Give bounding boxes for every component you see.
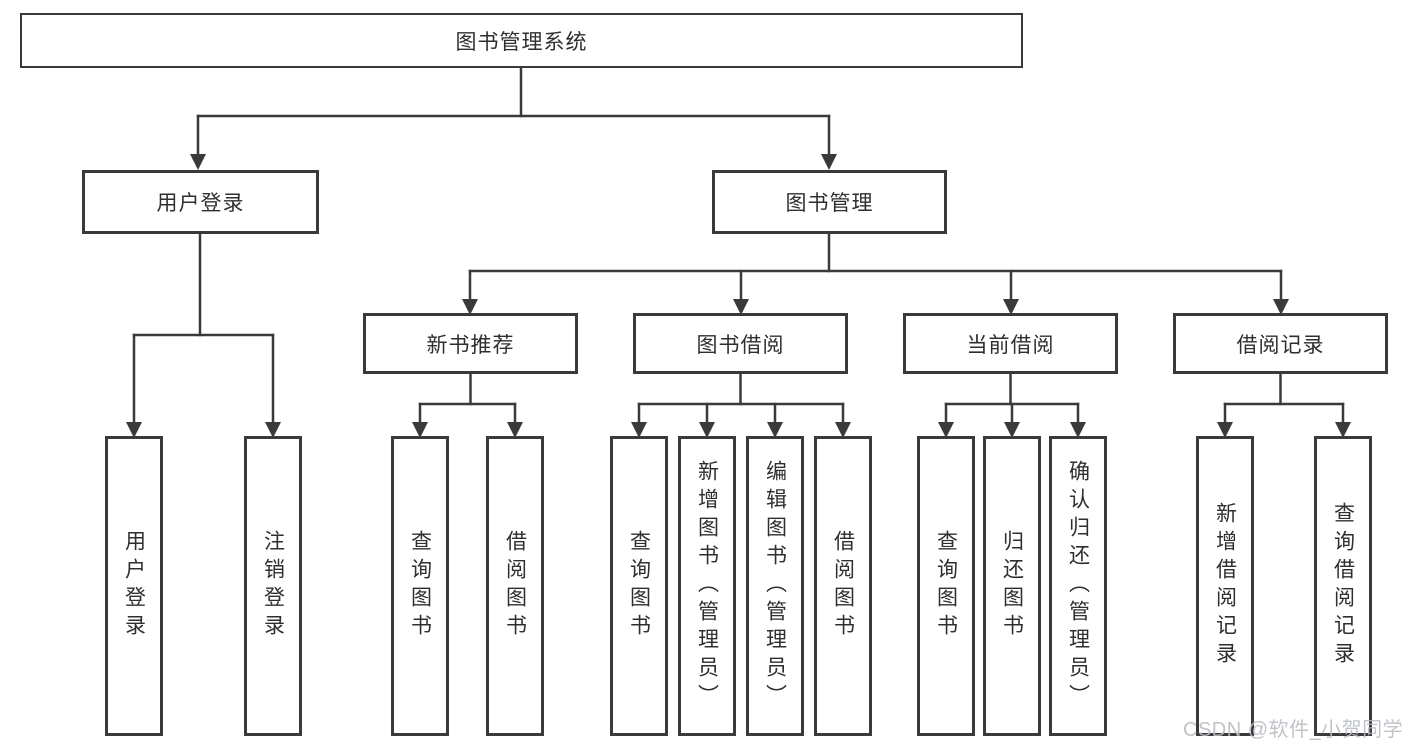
node-root: 图书管理系统: [20, 13, 1023, 68]
connector-records-to-children: [1217, 372, 1351, 438]
node-edit-books-admin-label: 编辑图书（管理员）: [763, 460, 787, 712]
node-edit-books-admin: 编辑图书（管理员）: [746, 436, 804, 736]
node-book-management-group-label: 图书管理: [785, 192, 874, 215]
node-borrow-books: 借阅图书: [814, 436, 872, 736]
node-query-borrow-record: 查询借阅记录: [1314, 436, 1372, 736]
node-current-borrow-label: 当前借阅: [966, 333, 1055, 357]
connector-borrow-to-children: [631, 372, 851, 438]
node-current-query-books-label: 查询图书: [934, 530, 958, 642]
node-borrow-query-books: 查询图书: [610, 436, 668, 736]
node-borrow-records: 借阅记录: [1173, 313, 1388, 374]
node-add-borrow-record: 新增借阅记录: [1196, 436, 1254, 736]
node-user-login-group-label: 用户登录: [156, 192, 245, 215]
node-new-book-recommend: 新书推荐: [363, 313, 578, 374]
node-recommend-borrow-books-label: 借阅图书: [503, 530, 527, 642]
watermark: CSDN @软件_小贺同学: [1183, 719, 1404, 741]
node-book-management-group: 图书管理: [712, 170, 947, 234]
node-add-books-admin-label: 新增图书（管理员）: [695, 460, 719, 712]
node-query-borrow-record-label: 查询借阅记录: [1331, 502, 1355, 670]
node-confirm-return-admin: 确认归还（管理员）: [1049, 436, 1107, 736]
node-book-borrow-label: 图书借阅: [696, 333, 785, 357]
node-confirm-return-admin-label: 确认归还（管理员）: [1066, 460, 1090, 712]
node-add-books-admin: 新增图书（管理员）: [678, 436, 736, 736]
node-borrow-records-label: 借阅记录: [1236, 333, 1325, 357]
node-recommend-query-books: 查询图书: [391, 436, 449, 736]
node-borrow-books-label: 借阅图书: [831, 530, 855, 642]
node-current-borrow: 当前借阅: [903, 313, 1118, 374]
connector-book-group-to-level3: [462, 232, 1289, 315]
node-user-login: 用户登录: [105, 436, 163, 736]
connector-root-to-level2: [190, 66, 837, 170]
node-new-book-recommend-label: 新书推荐: [426, 333, 515, 357]
node-logout-login-label: 注销登录: [261, 530, 285, 642]
connector-current-to-children: [938, 372, 1086, 438]
node-recommend-query-books-label: 查询图书: [408, 530, 432, 642]
node-root-label: 图书管理系统: [455, 30, 588, 54]
node-current-query-books: 查询图书: [917, 436, 975, 736]
connector-recommend-to-children: [412, 372, 523, 438]
node-logout-login: 注销登录: [244, 436, 302, 736]
node-book-borrow: 图书借阅: [633, 313, 848, 374]
node-return-books-label: 归还图书: [1000, 530, 1024, 642]
node-recommend-borrow-books: 借阅图书: [486, 436, 544, 736]
node-borrow-query-books-label: 查询图书: [627, 530, 651, 642]
node-user-login-group: 用户登录: [82, 170, 319, 234]
node-user-login-label: 用户登录: [122, 530, 146, 642]
connector-user-group-to-children: [126, 232, 281, 438]
node-add-borrow-record-label: 新增借阅记录: [1213, 502, 1237, 670]
node-return-books: 归还图书: [983, 436, 1041, 736]
